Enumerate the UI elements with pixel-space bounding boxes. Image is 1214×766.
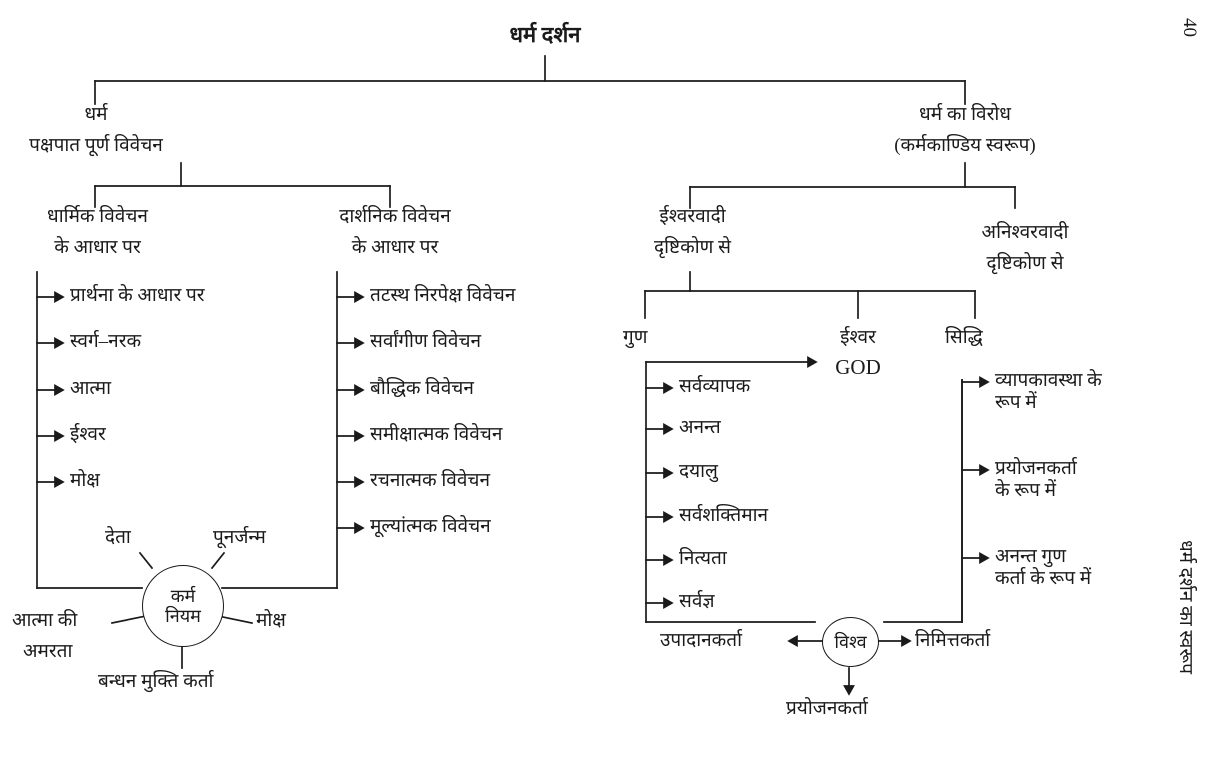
theistic-heading-line1: ईश्वरवादी bbox=[659, 206, 726, 227]
karma-spoke-right: मोक्ष bbox=[256, 610, 286, 631]
diagram-title: धर्म दर्शन bbox=[509, 22, 581, 47]
vishwa-right-label: निमित्तकर्ता bbox=[915, 630, 991, 651]
list-item: ईश्वर bbox=[70, 424, 106, 445]
page-number: 40 bbox=[1179, 18, 1200, 37]
list-item: बौद्धिक विवेचन bbox=[370, 378, 474, 399]
list-item: अनन्त गुण कर्ता के रूप में bbox=[995, 546, 1092, 590]
karma-circle: कर्म नियम bbox=[142, 565, 224, 647]
list-item: मूल्यांत्मक विवेचन bbox=[370, 516, 491, 537]
list-item: प्रयोजनकर्ता के रूप में bbox=[995, 458, 1077, 502]
list-item: मोक्ष bbox=[70, 470, 100, 491]
gun-column-label: गुण bbox=[623, 327, 648, 348]
god-label-line1: ईश्वर bbox=[840, 327, 876, 348]
list-item: प्रार्थना के आधार पर bbox=[70, 285, 205, 306]
karma-circle-label-line2: नियम bbox=[165, 606, 201, 626]
karma-spoke-top-left: देता bbox=[105, 527, 131, 548]
god-label-line2: GOD bbox=[835, 355, 881, 379]
vishwa-bottom-label: प्रयोजनकर्ता bbox=[786, 698, 868, 719]
right-branch-heading-line1: धर्म का विरोध bbox=[919, 104, 1011, 125]
vishwa-left-label: उपादानकर्ता bbox=[660, 630, 743, 651]
philosophical-basis-heading-line1: दार्शनिक विवेचन bbox=[339, 206, 451, 227]
philosophical-basis-heading-line2: के आधार पर bbox=[351, 237, 439, 258]
vishwa-circle: विश्व bbox=[822, 617, 879, 667]
karma-spoke-left-line1: आत्मा की bbox=[12, 610, 78, 631]
theistic-heading-line2: दृष्टिकोण से bbox=[654, 237, 731, 258]
left-branch-heading-line2: पक्षपात पूर्ण विवेचन bbox=[29, 135, 163, 156]
karma-spoke-top-right: पूनर्जन्म bbox=[213, 527, 266, 548]
page-side-caption: धर्म दर्शन का स्वरूप bbox=[1175, 540, 1196, 674]
list-item: नित्यता bbox=[679, 548, 727, 569]
list-item: समीक्षात्मक विवेचन bbox=[370, 424, 503, 445]
religious-basis-heading-line1: धार्मिक विवेचन bbox=[47, 206, 148, 227]
list-item: सर्वशक्तिमान bbox=[679, 505, 769, 526]
list-item: रचनात्मक विवेचन bbox=[370, 470, 491, 491]
siddhi-column-label: सिद्धि bbox=[945, 327, 983, 348]
left-branch-heading-line1: धर्म bbox=[84, 104, 108, 125]
list-item: तटस्थ निरपेक्ष विवेचन bbox=[370, 285, 516, 306]
karma-spoke-bottom: बन्धन मुक्ति कर्ता bbox=[98, 671, 214, 692]
karma-spoke-left-line2: अमरता bbox=[23, 641, 73, 662]
list-item: सर्वज्ञ bbox=[679, 591, 715, 612]
right-branch-heading-line2: (कर्मकाण्डिय स्वरूप) bbox=[894, 135, 1036, 156]
list-item: दयालु bbox=[679, 461, 718, 482]
list-item: व्यापकावस्था के रूप में bbox=[995, 370, 1102, 414]
karma-circle-label-line1: कर्म bbox=[170, 585, 196, 606]
list-item: अनन्त bbox=[679, 417, 721, 438]
vishwa-circle-label: विश्व bbox=[834, 631, 867, 652]
list-item: सर्वांगीण विवेचन bbox=[370, 331, 482, 352]
list-item: आत्मा bbox=[70, 378, 112, 399]
list-item: सर्वव्यापक bbox=[679, 376, 751, 397]
atheistic-heading-line1: अनिश्वरवादी bbox=[981, 222, 1069, 243]
religious-basis-heading-line2: के आधार पर bbox=[54, 237, 141, 258]
list-item: स्वर्ग–नरक bbox=[70, 331, 142, 352]
atheistic-heading-line2: दृष्टिकोण से bbox=[986, 253, 1064, 274]
